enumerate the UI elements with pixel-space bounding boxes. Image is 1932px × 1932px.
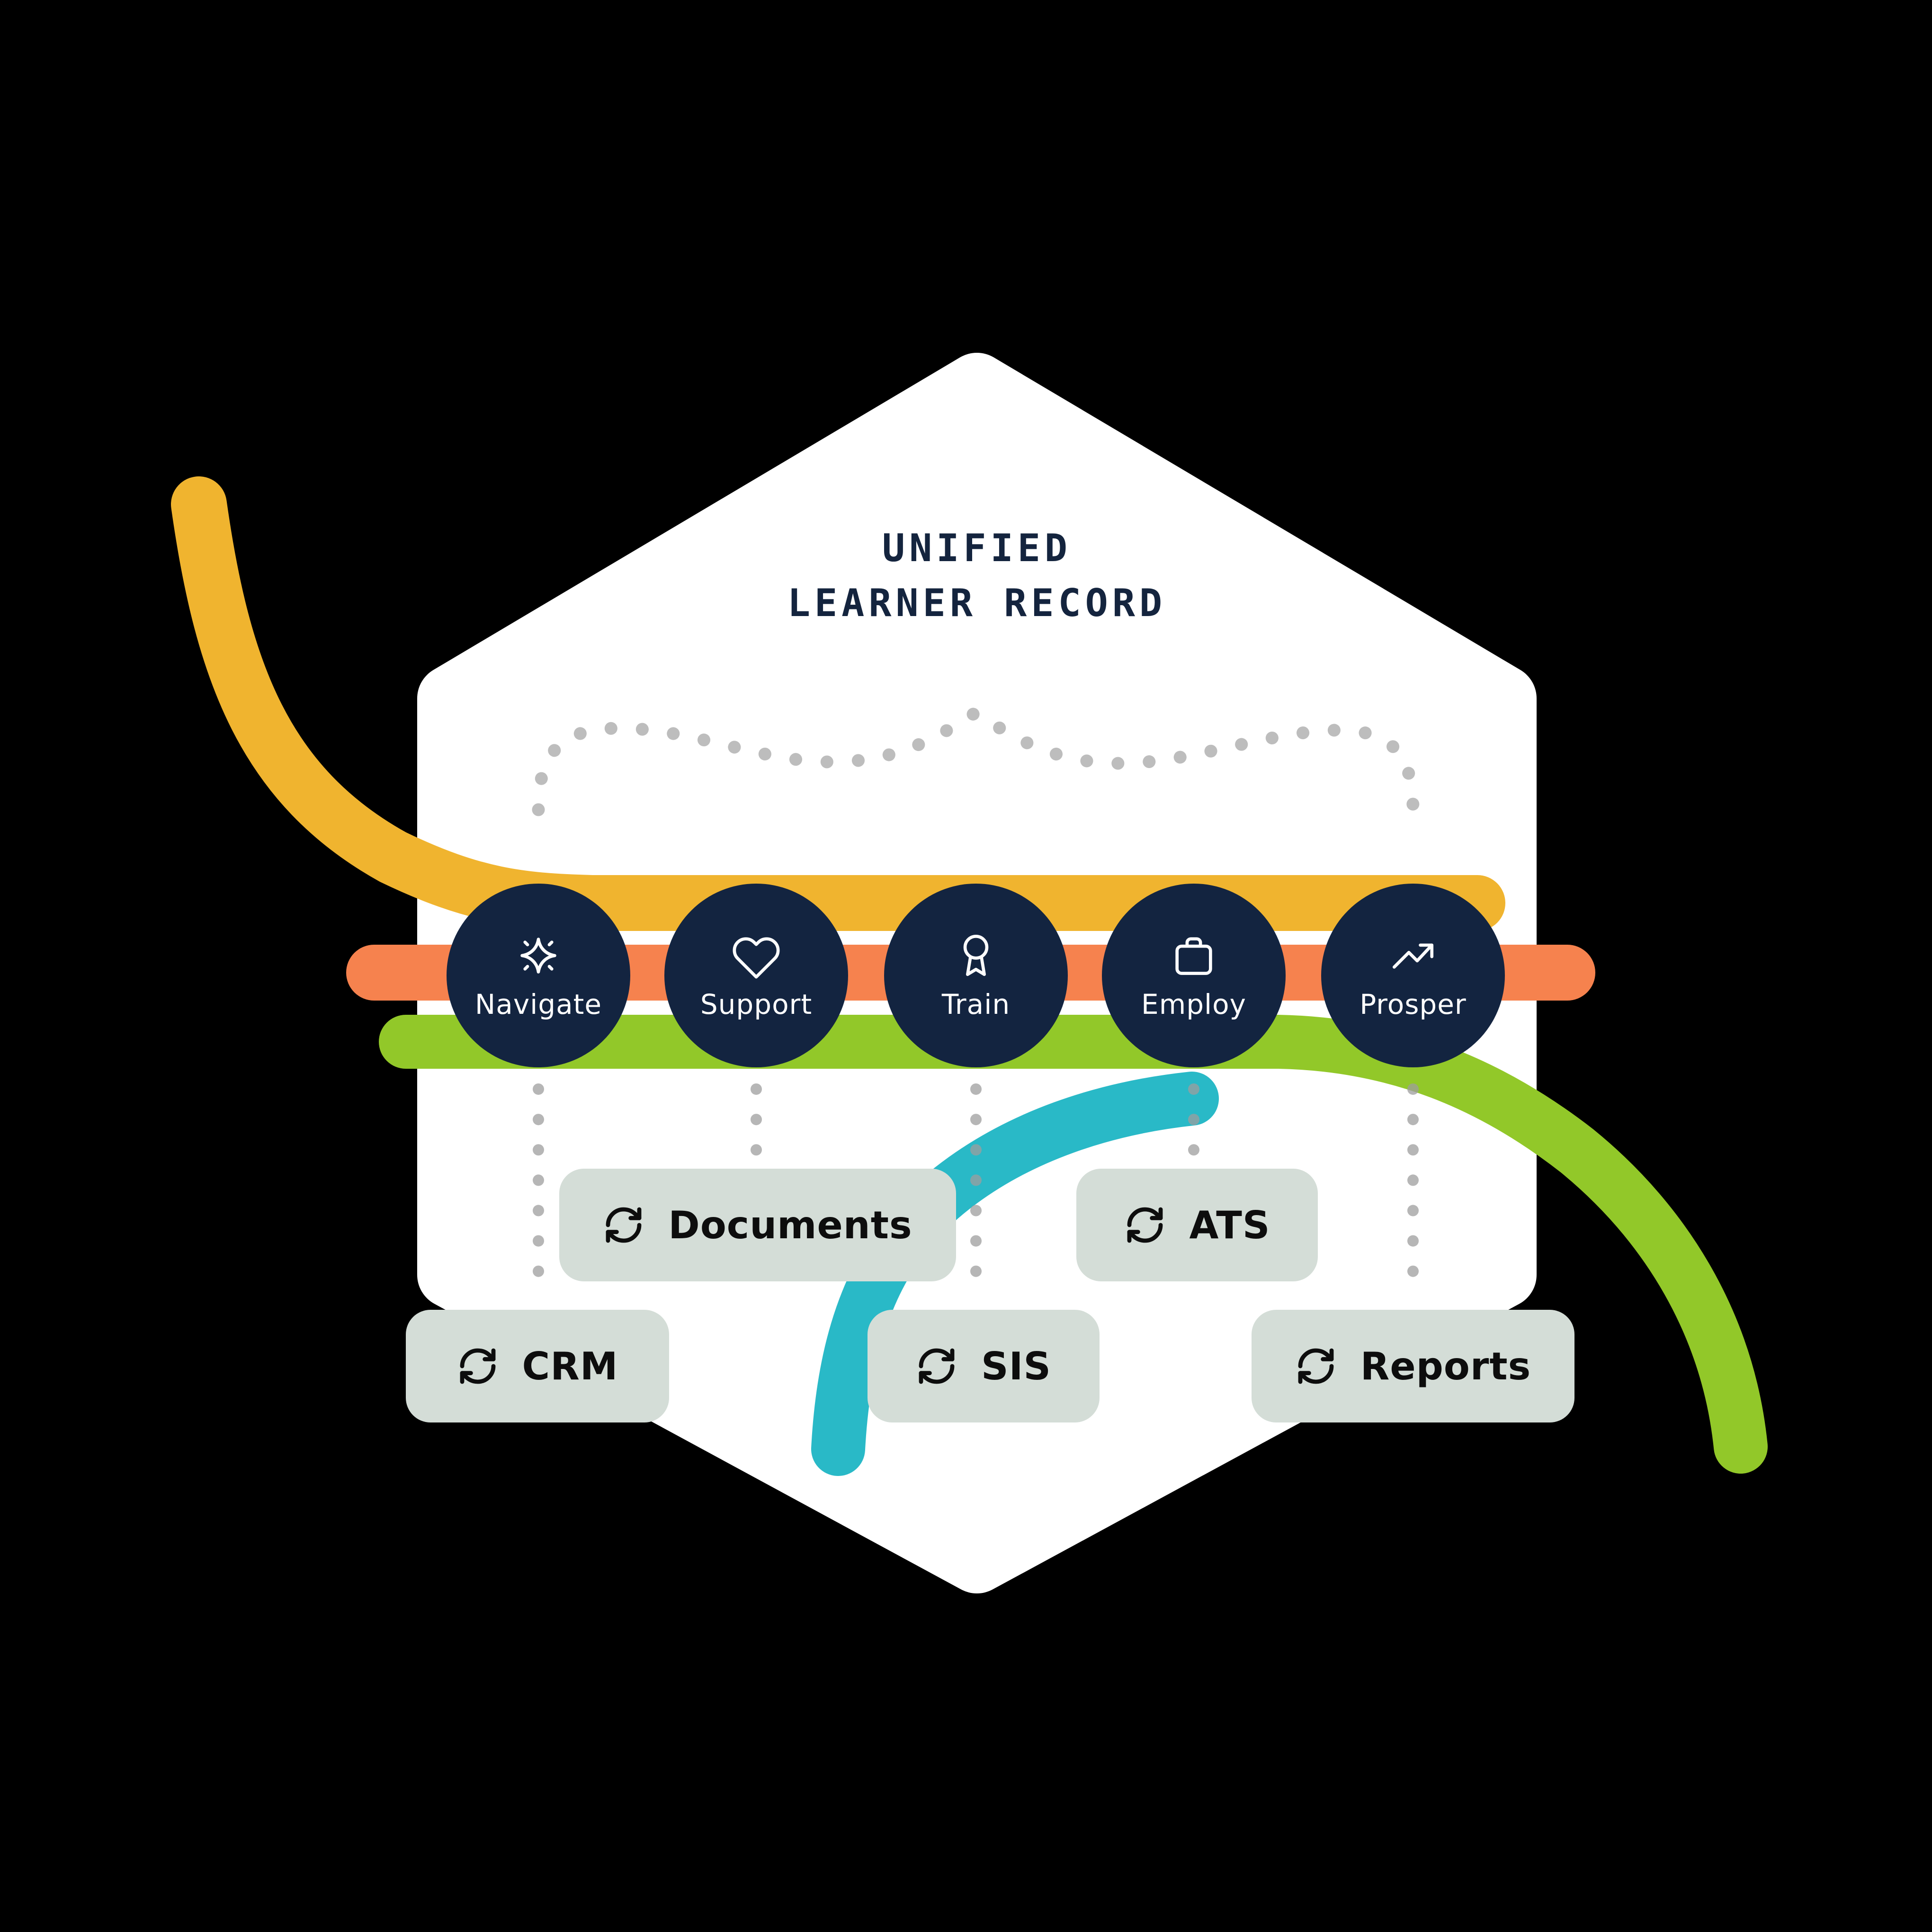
- station-label-prosper: Prosper: [1360, 988, 1467, 1020]
- system-label-crm: CRM: [522, 1344, 618, 1388]
- sync-icon: [603, 1204, 644, 1246]
- system-label-reports: Reports: [1360, 1344, 1531, 1388]
- station-support: Support: [664, 884, 848, 1067]
- system-box-ats: ATS: [1076, 1169, 1318, 1281]
- station-label-train: Train: [941, 988, 1011, 1020]
- sync-icon: [916, 1345, 957, 1387]
- station-label-employ: Employ: [1141, 988, 1246, 1020]
- page-title: UNIFIED LEARNER RECORD: [503, 521, 1450, 631]
- system-label-ats: ATS: [1189, 1203, 1270, 1247]
- station-navigate: Navigate: [447, 884, 630, 1067]
- system-label-documents: Documents: [668, 1203, 912, 1247]
- page-title-line2: LEARNER RECORD: [787, 581, 1167, 625]
- page-title-line1: UNIFIED: [882, 526, 1072, 570]
- briefcase-icon: [1169, 930, 1219, 981]
- award-icon: [951, 930, 1001, 981]
- system-box-documents: Documents: [559, 1169, 956, 1281]
- sparkle-icon: [513, 930, 564, 981]
- sync-icon: [457, 1345, 499, 1387]
- station-train: Train: [884, 884, 1068, 1067]
- system-box-sis: SIS: [868, 1310, 1100, 1422]
- heart-icon: [731, 930, 781, 981]
- station-employ: Employ: [1102, 884, 1286, 1067]
- sync-icon: [1124, 1204, 1166, 1246]
- system-box-crm: CRM: [406, 1310, 669, 1422]
- station-prosper: Prosper: [1321, 884, 1505, 1067]
- trending-up-icon: [1388, 930, 1438, 981]
- system-label-sis: SIS: [981, 1344, 1051, 1388]
- station-label-support: Support: [700, 988, 813, 1020]
- sync-icon: [1295, 1345, 1337, 1387]
- dotted-drop-lines: [533, 1083, 1419, 1289]
- system-box-reports: Reports: [1252, 1310, 1574, 1422]
- station-label-navigate: Navigate: [474, 988, 602, 1020]
- dotted-brace-connector: [532, 705, 1420, 816]
